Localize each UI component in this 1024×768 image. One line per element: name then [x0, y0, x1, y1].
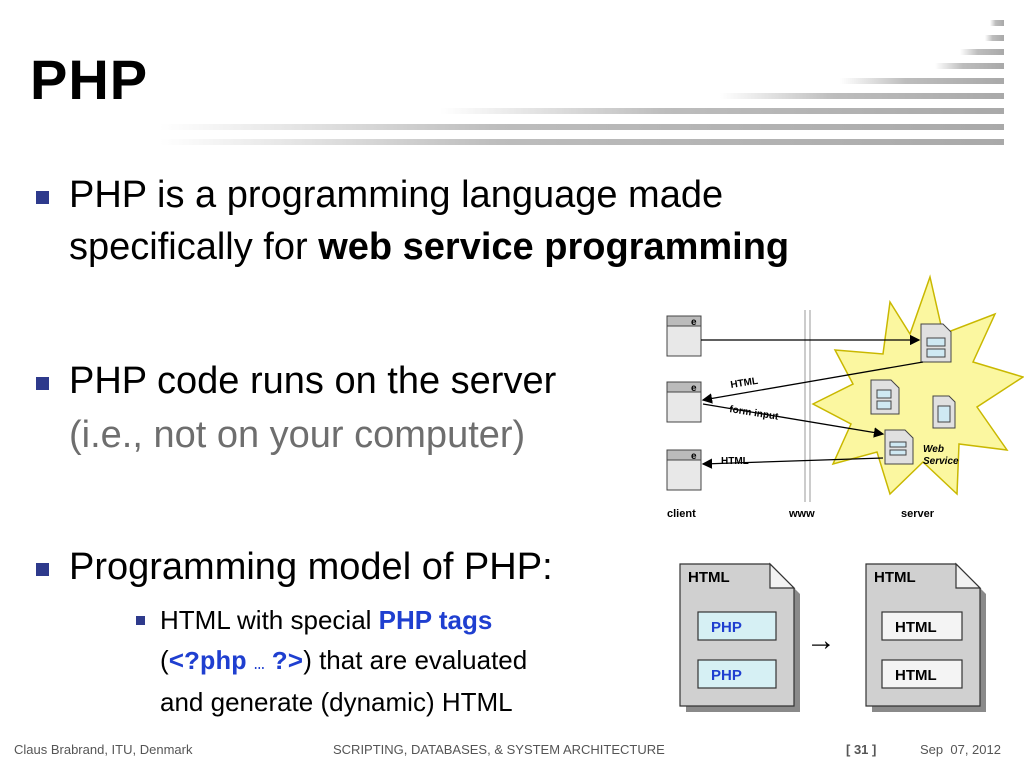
- arrow-label: HTML: [721, 456, 749, 467]
- stripe: [440, 108, 1004, 114]
- doc-header: HTML: [874, 569, 916, 586]
- html-box: [881, 611, 963, 641]
- bullet-marker: [36, 191, 49, 204]
- html-box-label: HTML: [895, 667, 937, 684]
- html-box-label: HTML: [895, 619, 937, 636]
- arrow-label: HTML: [730, 376, 759, 391]
- browser-icon: e: [666, 449, 702, 491]
- browser-glyph: e: [691, 383, 697, 394]
- stripe: [935, 63, 1004, 69]
- server-document-icon: [920, 323, 952, 363]
- server-starburst: [811, 274, 1024, 496]
- sub-bullet-line-3: and generate (dynamic) HTML: [160, 687, 513, 717]
- stripe: [160, 139, 1004, 145]
- stripe: [985, 35, 1004, 41]
- html-box: [881, 659, 963, 689]
- column-label-client: client: [667, 508, 696, 520]
- bullet-1-line-1: PHP is a programming language made: [69, 174, 724, 216]
- bullet-2-line-2: (i.e., not on your computer): [69, 414, 526, 456]
- sub-bullet-marker: [136, 616, 145, 625]
- bullet-2-line-1: PHP code runs on the server: [69, 360, 557, 402]
- sub-bullet-text: HTML with special: [160, 605, 379, 635]
- doc-header: HTML: [688, 569, 730, 586]
- stripe: [160, 124, 1004, 130]
- web-service-diagram: e e e HTML form input HTML Web Service c…: [666, 274, 1024, 520]
- document-fold: [769, 562, 796, 589]
- php-box: [697, 659, 777, 689]
- arrow-label: form input: [729, 404, 780, 423]
- paren: (: [160, 645, 169, 675]
- form-input-arrow: [702, 403, 885, 438]
- php-open-tag: <?php: [168, 647, 247, 677]
- transform-arrow-icon: →: [806, 624, 836, 657]
- php-box: [697, 611, 777, 641]
- php-close-tag: ?>: [271, 647, 304, 677]
- bullet-1-line-2: specifically for web service programming: [69, 222, 789, 272]
- sub-bullet-text: ) that are evaluated: [303, 645, 528, 675]
- html-response-arrow: [701, 361, 924, 404]
- bullet-marker: [36, 377, 49, 390]
- sub-bullet-line-1: HTML with special PHP tags: [160, 601, 492, 639]
- php-tags-label: PHP tags: [378, 605, 493, 635]
- footer-author: Claus Brabrand, ITU, Denmark: [14, 742, 193, 757]
- bullet-1-emphasis: web service programming: [318, 226, 790, 268]
- slide-title: PHP: [30, 48, 149, 111]
- php-box-label: PHP: [711, 667, 742, 684]
- stripe: [720, 93, 1004, 99]
- code-ellipsis: …: [253, 655, 265, 675]
- browser-icon: e: [666, 315, 702, 357]
- document-fold: [955, 562, 982, 589]
- column-label-www: www: [788, 508, 815, 520]
- html-response-arrow: [701, 457, 884, 469]
- footer-course: SCRIPTING, DATABASES, & SYSTEM ARCHITECT…: [333, 742, 665, 757]
- stripe: [840, 78, 1004, 84]
- sub-bullet-line-2: (<?php … ?>) that are evaluated: [160, 641, 527, 684]
- browser-icon: e: [666, 381, 702, 423]
- footer-page-number: [ 31 ]: [846, 742, 877, 757]
- bullet-3-line-1: Programming model of PHP:: [69, 546, 553, 588]
- web-service-label: Web: [923, 444, 944, 455]
- server-document-icon: [870, 379, 900, 415]
- browser-glyph: e: [691, 317, 697, 328]
- server-document-icon: [884, 429, 914, 465]
- stripe: [960, 49, 1004, 55]
- php-box-label: PHP: [711, 619, 742, 636]
- stripe: [990, 20, 1004, 26]
- column-label-server: server: [901, 508, 935, 520]
- bullet-1-text: specifically for: [69, 226, 319, 268]
- footer-date: Sep 07, 2012: [920, 742, 1001, 757]
- bullet-marker: [36, 563, 49, 576]
- web-service-label: Service: [923, 456, 959, 467]
- php-model-diagram: HTML PHP PHP → HTML HTML HTML: [679, 562, 986, 712]
- server-document-icon: [932, 395, 956, 429]
- browser-glyph: e: [691, 451, 697, 462]
